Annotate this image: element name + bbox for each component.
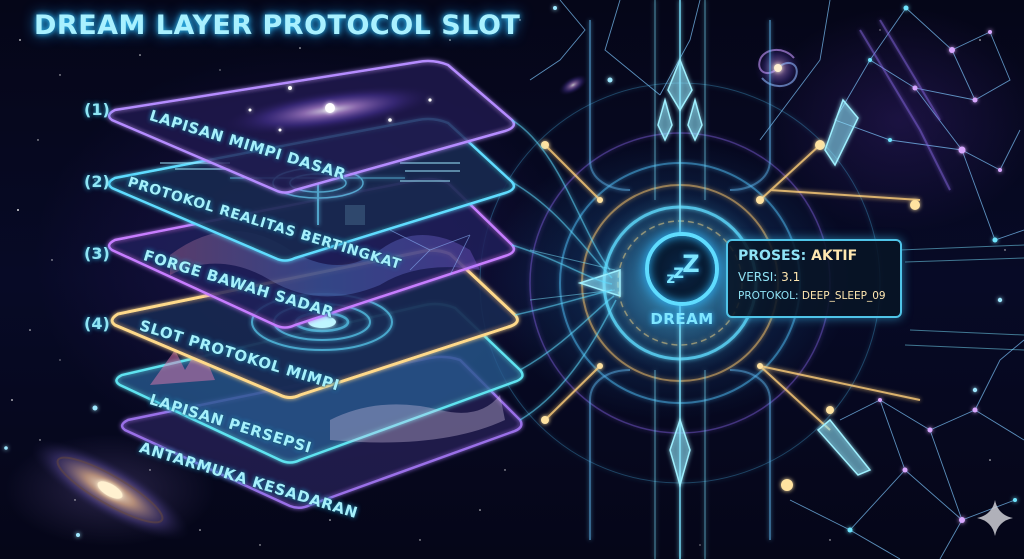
sparkle-watermark-icon [977,500,1013,536]
version-row: VERSI: 3.1 [738,270,801,284]
status-row: PROSES: AKTIF [738,248,858,264]
page-title: DREAM LAYER PROTOCOL SLOT [34,10,521,41]
layer-number-2: (2) [84,172,110,191]
core-label: DREAM [650,310,714,328]
protocol-row: PROTOKOL: DEEP_SLEEP_09 [738,290,886,302]
galaxy-icon [30,439,190,541]
dream-core-emblem[interactable]: zzZ DREAM [636,228,728,338]
status-badge: AKTIF [811,248,858,264]
sleep-zzz-icon: zzZ [645,232,719,306]
layer-number-1: (1) [84,100,110,119]
layer-number-3: (3) [84,244,110,263]
process-info-panel: PROSES: AKTIF VERSI: 3.1 PROTOKOL: DEEP_… [726,239,902,318]
layer-number-4: (4) [84,314,110,333]
